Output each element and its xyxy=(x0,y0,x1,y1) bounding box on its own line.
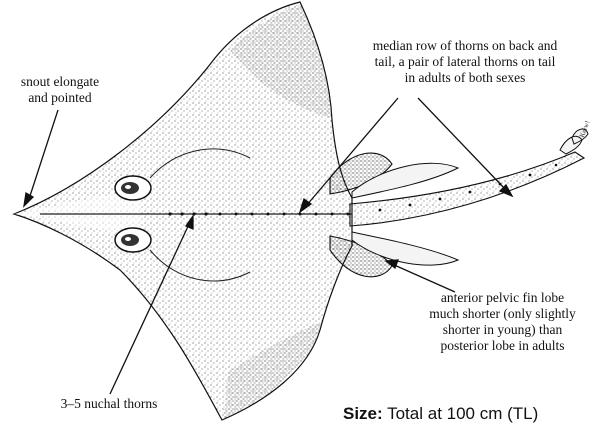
annotation-median-line: tail, a pair of lateral thorns on tail xyxy=(334,54,596,70)
leader-pelvic xyxy=(392,264,455,292)
size-note: Size: Total at 100 cm (TL) xyxy=(343,404,599,424)
annotation-pelvic-line: much shorter (only slightly xyxy=(410,306,595,322)
size-label: Size: xyxy=(343,404,383,423)
annotation-nuchal-thorns: 3–5 nuchal thorns xyxy=(14,396,204,412)
leader-snout xyxy=(28,110,58,202)
annotation-pelvic-line: posterior lobe in adults xyxy=(410,338,595,354)
annotation-pelvic-line: anterior pelvic fin lobe xyxy=(410,290,595,306)
annotation-median-line: in adults of both sexes xyxy=(334,70,596,86)
annotation-snout-line: snout elongate xyxy=(4,74,116,90)
annotation-median-line: median row of thorns on back and xyxy=(334,38,596,54)
annotation-pelvic-line: shorter in young) than xyxy=(410,322,595,338)
size-text: Total at 100 cm (TL) xyxy=(383,404,539,423)
annotation-snout-line: and pointed xyxy=(4,90,116,106)
annotation-snout: snout elongate and pointed xyxy=(4,74,116,106)
annotation-pelvic-fin: anterior pelvic fin lobe much shorter (o… xyxy=(410,290,595,354)
annotation-median-thorns: median row of thorns on back and tail, a… xyxy=(334,38,596,86)
